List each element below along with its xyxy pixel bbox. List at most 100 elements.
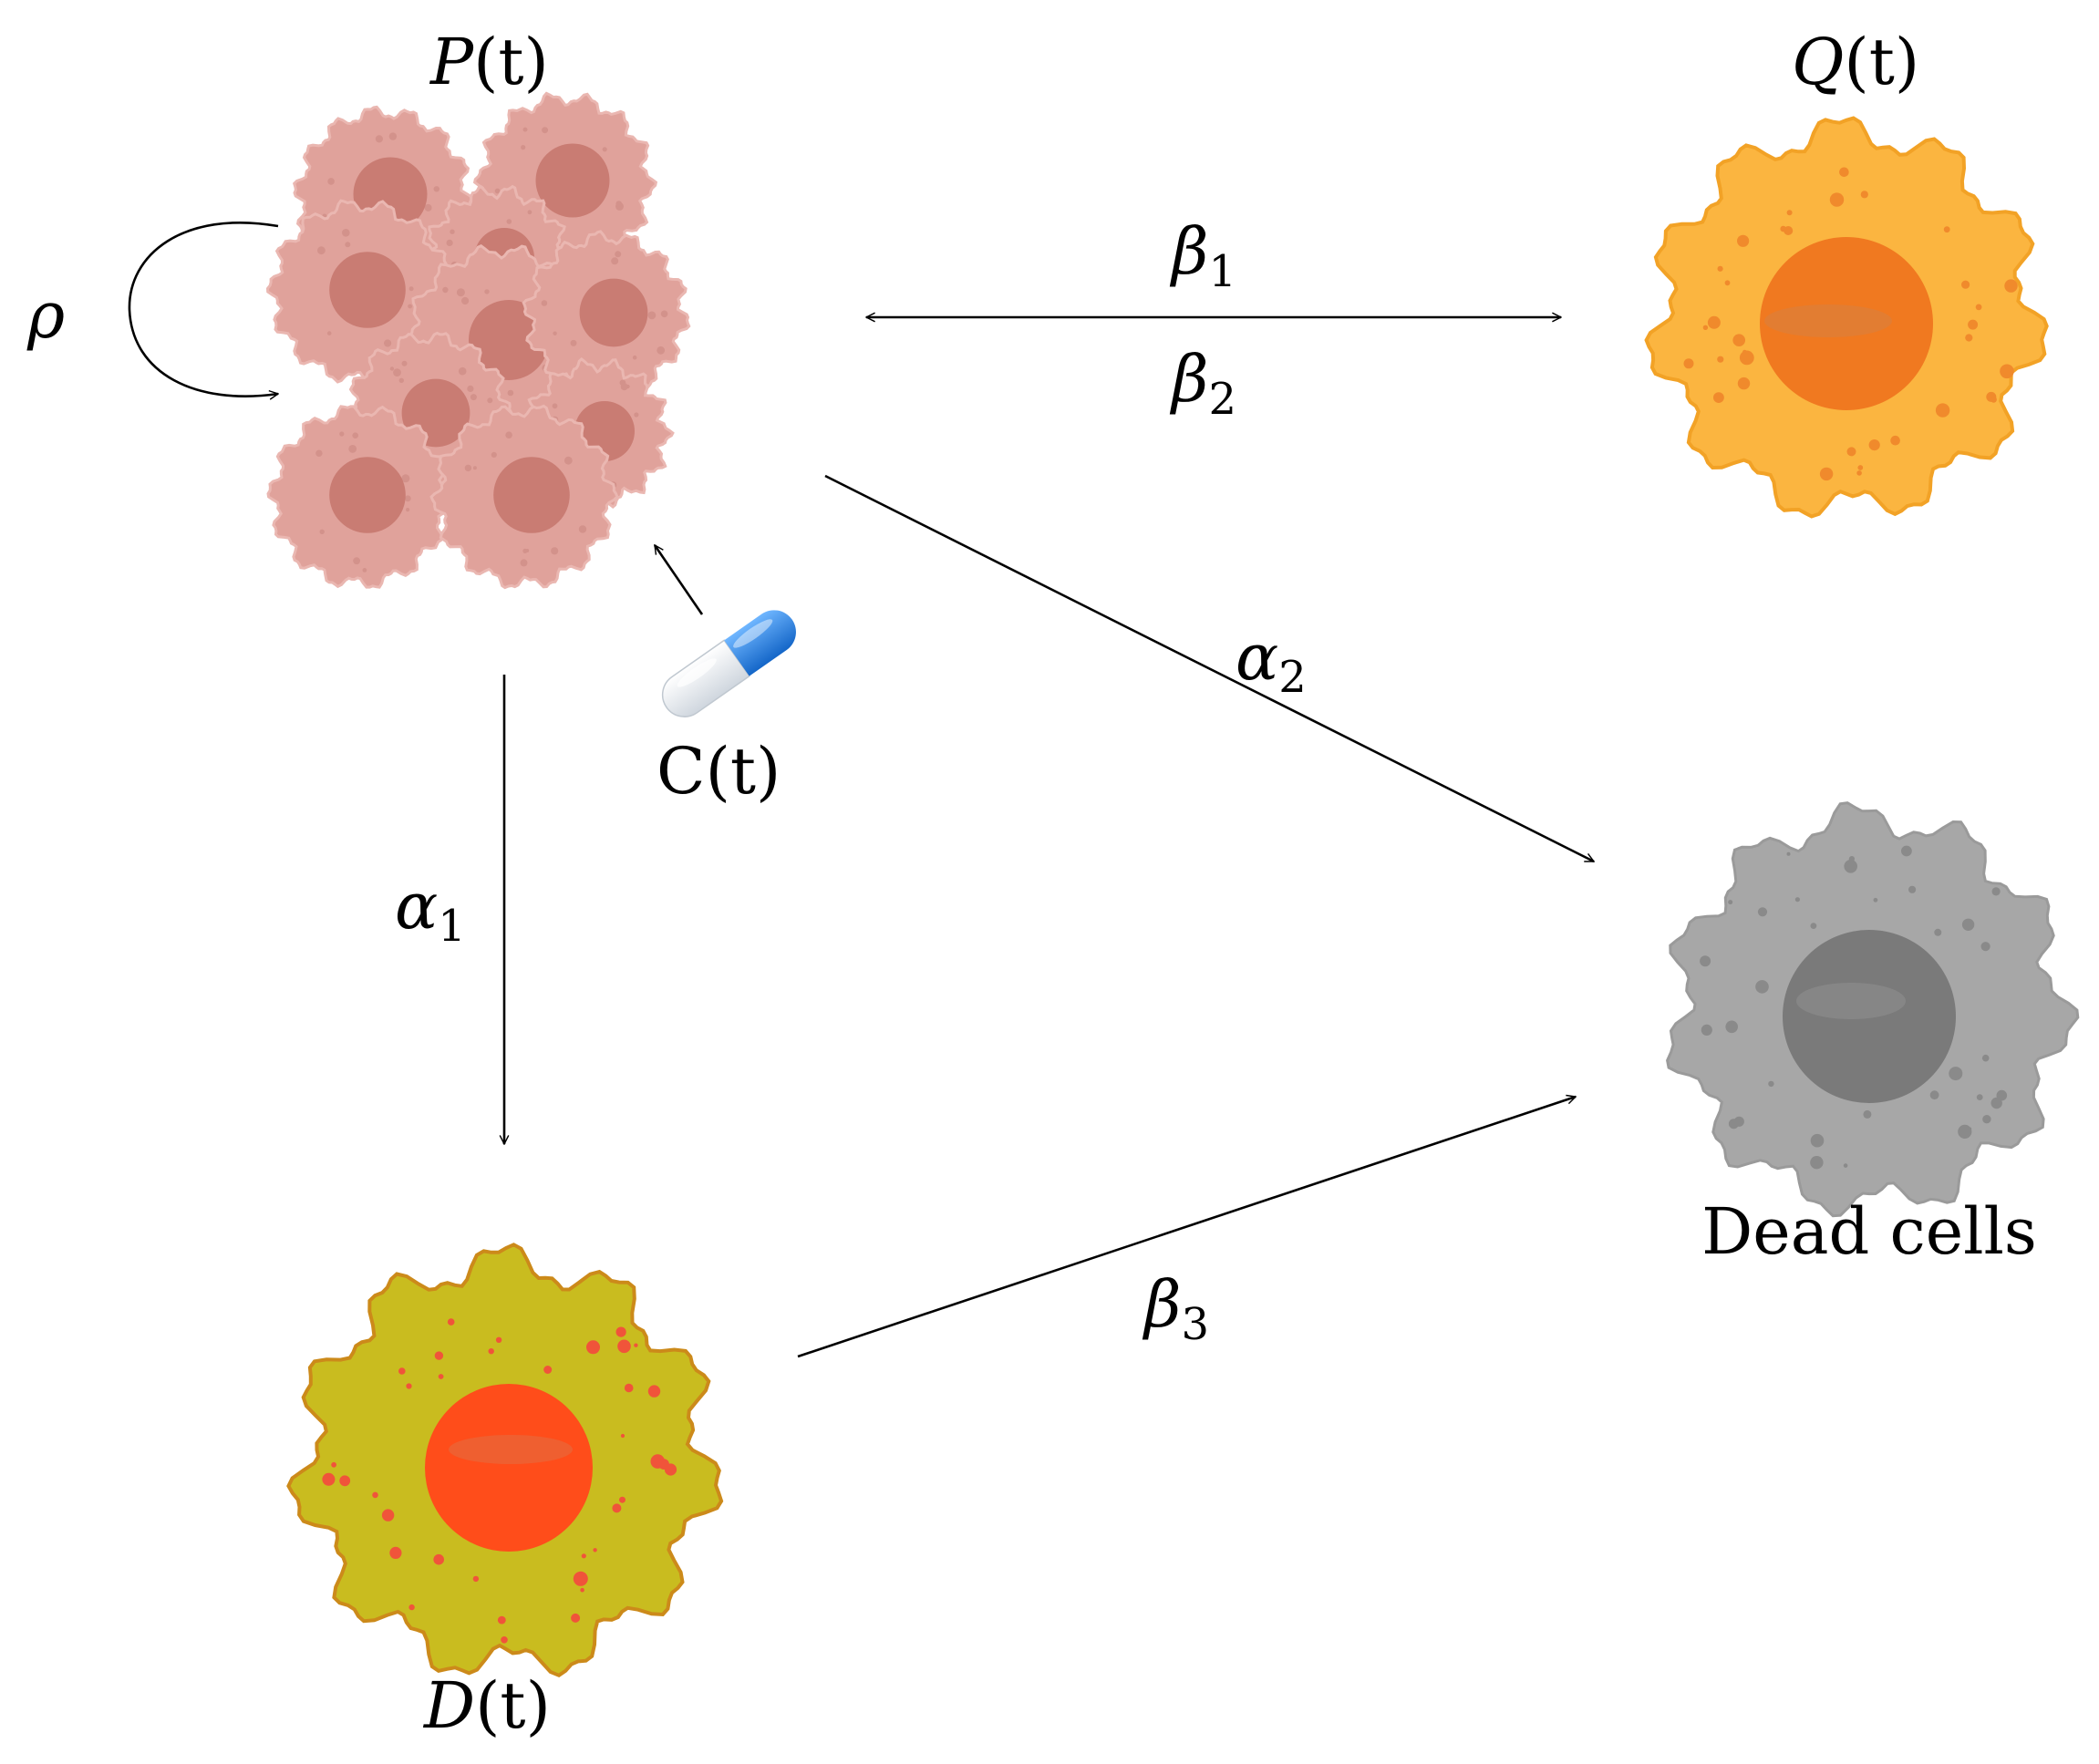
beta3-subscript: 3 xyxy=(1181,1299,1209,1350)
organelle-dot xyxy=(375,135,383,143)
d-label: D(t) xyxy=(422,1668,551,1743)
organelle-dot xyxy=(1780,225,1786,232)
organelle-dot xyxy=(1724,280,1731,286)
organelle-dot xyxy=(1990,396,1997,403)
dead-cells-label: Dead cells xyxy=(1701,1194,2037,1269)
organelle-dot xyxy=(494,188,501,194)
organelle-dot xyxy=(552,403,558,409)
organelle-dot xyxy=(339,1475,351,1487)
organelle-dot xyxy=(353,557,360,565)
organelle-dot xyxy=(1701,1024,1712,1036)
organelle-dot xyxy=(1846,447,1856,457)
organelle-dot xyxy=(602,147,607,152)
organelle-dot xyxy=(1794,897,1800,903)
organelle-dot xyxy=(1968,1127,1972,1131)
organelle-dot xyxy=(1810,1133,1825,1148)
organelle-dot xyxy=(1848,856,1855,862)
self-renewal-loop xyxy=(128,222,278,396)
organelle-dot xyxy=(647,311,657,320)
organelle-dot xyxy=(1961,918,1975,931)
organelle-dot xyxy=(456,288,465,297)
organelle-dot xyxy=(487,397,493,404)
organelle-dot xyxy=(611,257,619,265)
beta1-subscript: 1 xyxy=(1208,246,1236,297)
organelle-dot xyxy=(393,368,401,377)
organelle-dot xyxy=(620,1433,626,1439)
organelle-dot xyxy=(580,1587,584,1593)
organelle-dot xyxy=(578,525,587,533)
organelle-dot xyxy=(461,296,470,305)
organelle-dot xyxy=(570,339,577,346)
organelle-dot xyxy=(660,310,668,318)
drug-action-arrow xyxy=(653,545,704,615)
organelle-dot xyxy=(1829,192,1845,207)
organelle-dot xyxy=(1728,1119,1739,1130)
organelle-dot xyxy=(319,529,325,534)
organelle-dot xyxy=(491,451,497,458)
cell-nucleus xyxy=(329,252,406,328)
organelle-dot xyxy=(1702,325,1709,330)
organelle-dot xyxy=(484,289,490,294)
organelle-dot xyxy=(1707,315,1721,329)
organelle-dot xyxy=(527,210,533,215)
organelle-dot xyxy=(593,1548,597,1553)
organelle-dot xyxy=(1980,942,1990,952)
organelle-dot xyxy=(326,331,332,335)
organelle-dot xyxy=(433,1553,445,1565)
organelle-dot xyxy=(442,286,449,294)
organelle-dot xyxy=(1786,210,1793,216)
organelle-dot xyxy=(398,377,404,383)
p-label: P(t) xyxy=(429,25,549,99)
organelle-dot xyxy=(1968,319,1979,330)
organelle-dot xyxy=(657,346,666,355)
organelle-dot xyxy=(1810,1156,1824,1170)
d-to-dead-arrow xyxy=(797,1097,1576,1358)
organelle-dot xyxy=(506,219,512,224)
quiescent-cell xyxy=(1644,116,2049,519)
organelle-dot xyxy=(424,203,432,211)
q-label-arg: (t) xyxy=(1844,25,1919,99)
organelle-dot xyxy=(1860,191,1868,199)
organelle-dot xyxy=(573,1571,588,1586)
d-label-arg: (t) xyxy=(475,1668,551,1743)
organelle-dot xyxy=(406,508,410,512)
organelle-dot xyxy=(1856,470,1862,476)
organelle-dot xyxy=(342,229,350,237)
organelle-dot xyxy=(331,1461,336,1468)
organelle-dot xyxy=(581,1553,586,1559)
organelle-dot xyxy=(467,385,474,392)
beta2-label: β2 xyxy=(1169,342,1236,425)
organelle-dot xyxy=(624,1383,634,1393)
organelle-dot xyxy=(404,495,411,502)
beta1-label: β1 xyxy=(1169,214,1236,297)
organelle-dot xyxy=(615,201,622,207)
organelle-dot xyxy=(521,145,526,150)
beta1-symbol: β xyxy=(1169,214,1208,289)
cell-nucleus xyxy=(535,143,610,218)
c-label-main: C xyxy=(657,734,706,809)
organelle-dot xyxy=(317,246,326,255)
organelle-dot xyxy=(1819,467,1834,481)
organelle-dot xyxy=(339,431,345,437)
organelle-dot xyxy=(1982,1115,1991,1124)
beta2-symbol: β xyxy=(1169,342,1208,417)
organelle-dot xyxy=(381,1509,395,1522)
organelle-dot xyxy=(1975,304,1982,311)
organelle-dot xyxy=(1768,1080,1774,1088)
organelle-dot xyxy=(664,1463,677,1476)
organelle-dot xyxy=(522,127,528,132)
organelle-dot xyxy=(1757,907,1768,917)
organelle-dot xyxy=(433,186,439,192)
organelle-dot xyxy=(398,1367,406,1375)
organelle-dot xyxy=(372,1491,378,1499)
cell-nucleus xyxy=(469,300,549,380)
q-label-main: Q xyxy=(1792,25,1844,99)
organelle-dot xyxy=(401,474,410,483)
alpha1-label: α1 xyxy=(395,869,466,952)
organelle-dot xyxy=(507,389,514,397)
organelle-dot xyxy=(472,466,477,470)
organelle-dot xyxy=(1717,356,1724,363)
organelle-dot xyxy=(408,304,412,309)
organelle-dot xyxy=(501,1636,508,1644)
organelle-dot xyxy=(617,1339,631,1354)
